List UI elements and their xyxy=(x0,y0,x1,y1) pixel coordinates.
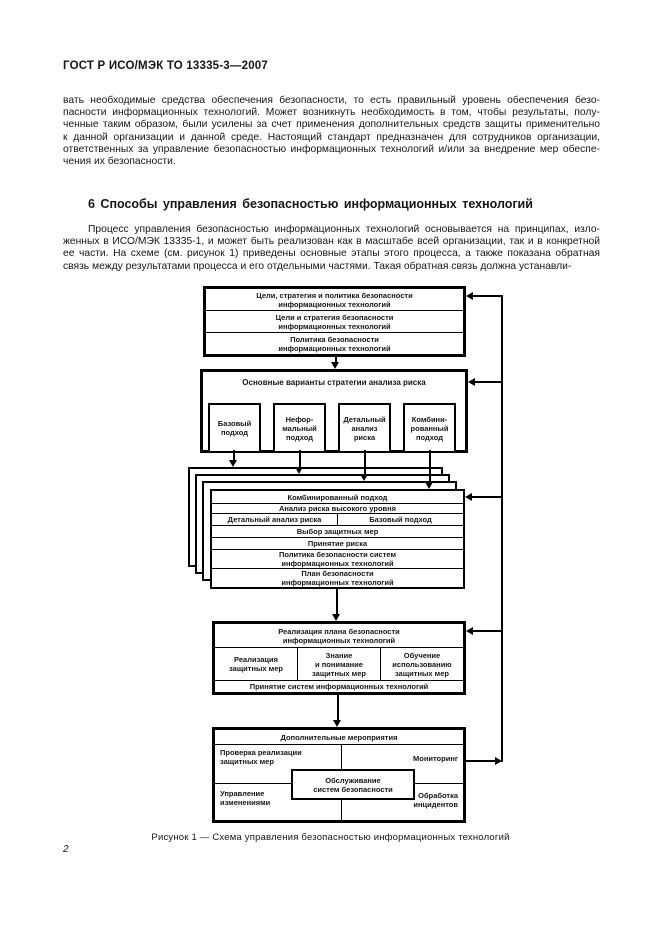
impl-box-title: Реализация плана безопасности информацио… xyxy=(278,626,400,645)
arrow-down-head-icon xyxy=(332,614,340,621)
arrow-down-icon xyxy=(299,450,301,468)
security-plan-implementation-box: Реализация плана безопасности информацио… xyxy=(212,621,466,695)
stack-row-it-security-policy: Политика безопасности систем информацион… xyxy=(212,548,463,568)
goals-row-2: Цели и стратегия безопасности информацио… xyxy=(206,310,463,332)
stack-cell-detailed-analysis: Детальный анализ риска xyxy=(227,515,322,525)
feedback-arrow-left-icon xyxy=(466,292,473,300)
cell-safeguard-verification: Проверка реализации защитных мер xyxy=(220,748,302,766)
feedback-line-from-monitoring xyxy=(466,760,496,762)
feedback-arrow-left-icon xyxy=(465,493,472,501)
stack-row-safeguard-selection: Выбор защитных мер xyxy=(212,525,463,537)
follow-up-box: Дополнительные мероприятия Проверка реал… xyxy=(212,727,466,823)
goals-row-3: Политика безопасности информационных тех… xyxy=(206,332,463,354)
feedback-line-to-strategy xyxy=(475,381,503,383)
arrow-down-head-icon xyxy=(360,474,368,481)
impl-cell-security-awareness: Знание и понимание защитных мер xyxy=(297,648,380,680)
strategy-box-title: Основные варианты стратегии анализа риск… xyxy=(242,378,426,387)
arrow-down-icon xyxy=(233,450,235,461)
arrow-down-head-icon xyxy=(333,720,341,727)
stack-row-combined-approach: Комбинированный подход xyxy=(287,492,388,502)
feedback-line-to-implementation xyxy=(473,630,503,632)
impl-cell-safeguard-implementation: Реализация защитных мер xyxy=(229,655,283,673)
paragraph-1: вать необходимые средства обеспечения бе… xyxy=(63,95,600,168)
arrow-down-head-icon xyxy=(331,362,339,369)
stack-cell-baseline-approach: Базовый подход xyxy=(337,514,463,526)
stack-row-risk-acceptance: Принятие риска xyxy=(212,537,463,548)
arrow-down-head-icon xyxy=(425,482,433,489)
arrow-down-icon xyxy=(364,450,366,475)
arrow-down-icon xyxy=(336,589,338,614)
option-informal-approach: Нефор- мальный подход xyxy=(273,403,326,453)
cell-incident-handling: Обработка инцидентов xyxy=(413,791,458,809)
impl-cells-row: Реализация защитных мер Знание и пониман… xyxy=(215,647,463,680)
stack-row-it-security-plan: План безопасности информационных техноло… xyxy=(212,568,463,587)
cell-security-maintenance: Обслуживание систем безопасности xyxy=(291,769,415,800)
arrow-down-head-icon xyxy=(295,467,303,474)
cell-change-management: Управление изменениями xyxy=(220,789,271,807)
arrow-down-icon xyxy=(337,695,339,720)
stack-row-high-level-analysis: Анализ риска высокого уровня xyxy=(212,503,463,513)
option-baseline-approach: Базовый подход xyxy=(208,403,261,453)
follow-up-quadrants: Проверка реализации защитных мер Монитор… xyxy=(215,745,463,820)
section-heading: 6 Способы управления безопасностью инфор… xyxy=(88,197,533,211)
feedback-line-to-goals xyxy=(473,295,503,297)
arrow-down-icon xyxy=(335,355,337,363)
feedback-line-to-stack xyxy=(472,496,503,498)
page-number: 2 xyxy=(63,844,69,855)
arrow-down-icon xyxy=(429,450,431,483)
feedback-vertical-line xyxy=(501,295,503,762)
stack-row-split: Детальный анализ риска Базовый подход xyxy=(212,513,463,526)
impl-box-footer: Принятие систем информационных технологи… xyxy=(215,680,463,692)
feedback-arrow-left-icon xyxy=(468,378,475,386)
risk-analysis-result-box: Комбинированный подход Анализ риска высо… xyxy=(210,489,465,589)
standard-number-header: ГОСТ Р ИСО/МЭК ТО 13335-3—2007 xyxy=(63,60,268,72)
option-combined-approach: Комбини- рованный подход xyxy=(403,403,456,453)
cell-monitoring: Мониторинг xyxy=(413,754,458,763)
risk-analysis-strategy-box: Основные варианты стратегии анализа риск… xyxy=(200,369,468,453)
impl-cell-security-training: Обучение использованию защитных мер xyxy=(380,648,463,680)
feedback-arrow-right-icon xyxy=(495,757,502,765)
figure-caption: Рисунок 1 — Схема управления безопасност… xyxy=(151,832,510,843)
follow-up-title: Дополнительные мероприятия xyxy=(215,730,463,745)
goals-strategy-policy-box: Цели, стратегия и политика безопасности … xyxy=(203,286,466,357)
paragraph-2: Процесс управления безопасностью информа… xyxy=(63,224,600,272)
option-detailed-analysis: Детальный анализ риска xyxy=(338,403,391,453)
arrow-down-head-icon xyxy=(229,460,237,467)
feedback-arrow-left-icon xyxy=(466,627,473,635)
goals-row-1: Цели, стратегия и политика безопасности … xyxy=(256,290,413,309)
